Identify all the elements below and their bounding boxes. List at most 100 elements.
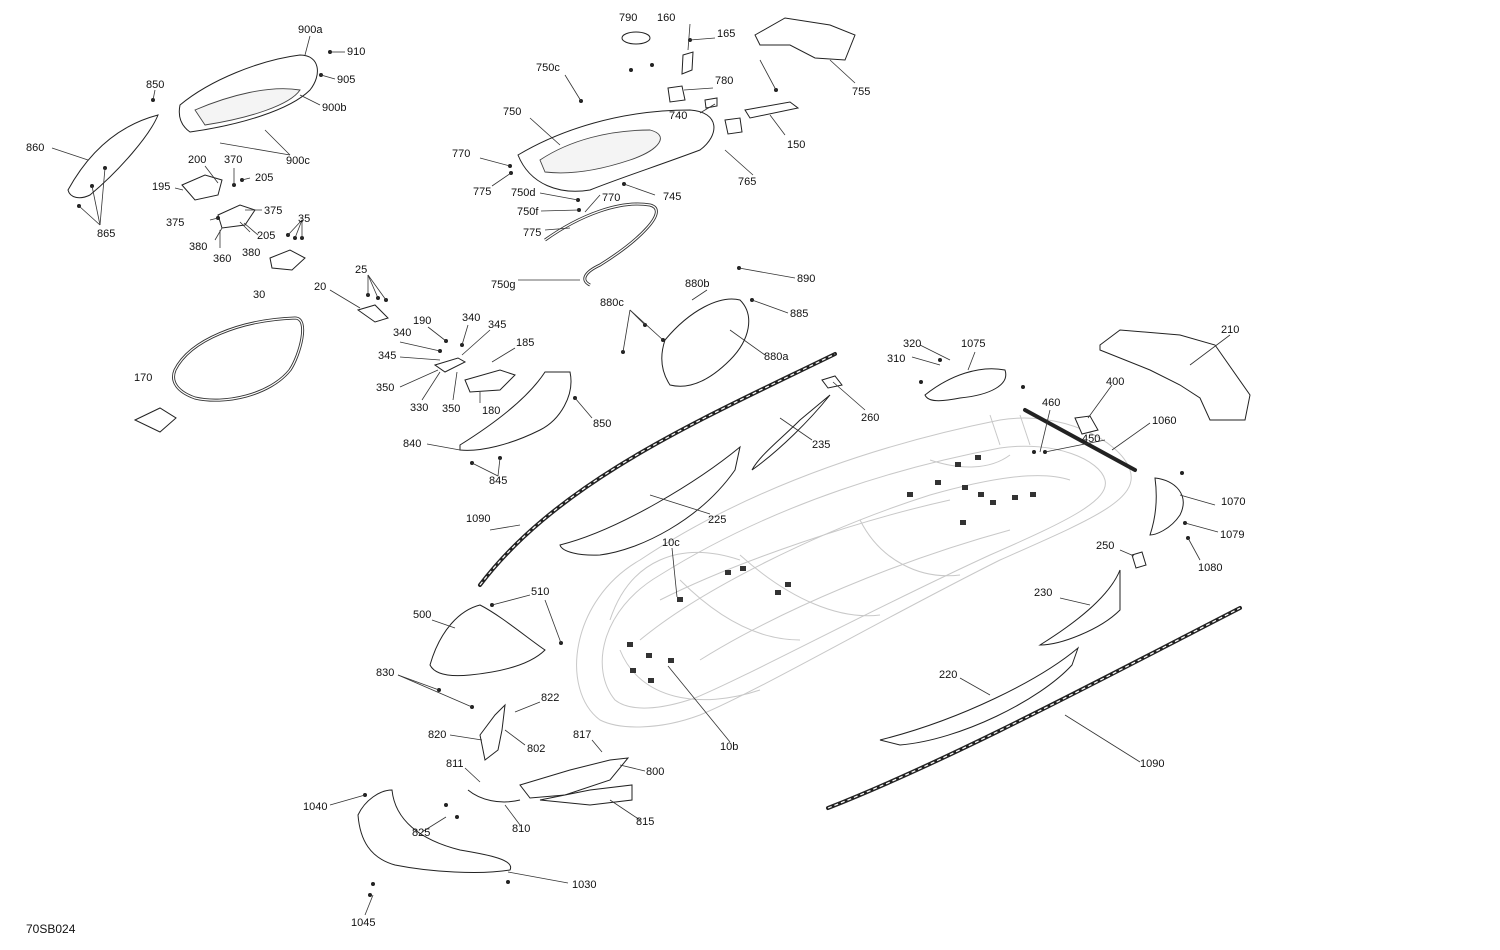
callout-label: 865 — [97, 228, 115, 240]
callout-label: 900a — [298, 24, 323, 36]
callout-label: 1070 — [1221, 496, 1245, 508]
callout-label: 200 — [188, 154, 206, 166]
callout-label: 225 — [708, 514, 726, 526]
gasket-170 — [133, 407, 177, 433]
callout-label: 780 — [715, 75, 733, 87]
bracket-330 — [433, 357, 467, 373]
clip-20 — [356, 304, 389, 323]
callout-label: 830 — [376, 667, 394, 679]
callout-label: 755 — [852, 86, 870, 98]
deck-750-inner — [539, 129, 661, 174]
callout-label: 905 — [337, 74, 355, 86]
cover-880a — [661, 298, 750, 387]
callout-label: 880a — [764, 351, 789, 363]
callout-label: 845 — [489, 475, 507, 487]
callout-label: 1075 — [961, 338, 985, 350]
callout-label: 775 — [523, 227, 541, 239]
callout-label: 740 — [669, 110, 687, 122]
callout-label: 880c — [600, 297, 624, 309]
callout-label: 350 — [442, 403, 460, 415]
callout-label: 770 — [602, 192, 620, 204]
callout-label: 375 — [166, 217, 184, 229]
callout-label: 220 — [939, 669, 957, 681]
hull-outline — [576, 414, 1132, 728]
callout-label: 820 — [428, 729, 446, 741]
callout-label: 811 — [446, 758, 464, 770]
decal-230 — [1038, 569, 1121, 646]
latch-160 — [681, 51, 694, 75]
callout-label: 380 — [242, 247, 260, 259]
decal-225 — [559, 445, 741, 556]
callout-label: 765 — [738, 176, 756, 188]
light-820 — [479, 703, 506, 761]
callout-label: 840 — [403, 438, 421, 450]
callout-label: 750g — [491, 279, 515, 291]
callout-label: 1079 — [1220, 529, 1244, 541]
mat-210 — [1099, 329, 1251, 421]
callout-label: 810 — [512, 823, 530, 835]
callout-label: 460 — [1042, 397, 1060, 409]
callout-label: 20 — [314, 281, 326, 293]
strap-150 — [744, 101, 800, 119]
callout-label: 165 — [717, 28, 735, 40]
callout-label: 1060 — [1152, 415, 1176, 427]
callout-label: 185 — [516, 337, 534, 349]
leader-lines — [51, 23, 1231, 916]
callout-label: 25 — [355, 264, 367, 276]
callout-label: 1040 — [303, 801, 327, 813]
callout-label: 150 — [787, 139, 805, 151]
glovebox-840 — [459, 371, 572, 451]
side-molding-right — [826, 606, 1242, 810]
callout-label: 822 — [541, 692, 559, 704]
callout-label: 210 — [1221, 324, 1239, 336]
callout-label: 770 — [452, 148, 470, 160]
callout-label: 310 — [887, 353, 905, 365]
clip-740 — [704, 97, 718, 109]
side-panel-860 — [67, 114, 159, 199]
callout-label: 330 — [410, 402, 428, 414]
callout-label: 340 — [393, 327, 411, 339]
callout-label: 900b — [322, 102, 346, 114]
bumper-1030 — [357, 789, 512, 873]
callout-label: 375 — [264, 205, 282, 217]
callout-label: 775 — [473, 186, 491, 198]
mat-755 — [754, 17, 856, 61]
callout-label: 250 — [1096, 540, 1114, 552]
callout-label: 850 — [593, 418, 611, 430]
plug-250 — [1131, 551, 1147, 569]
callout-label: 817 — [573, 729, 591, 741]
callout-label: 910 — [347, 46, 365, 58]
callout-label: 320 — [903, 338, 921, 350]
latch-360 — [217, 204, 256, 229]
cap-790 — [621, 31, 651, 45]
callout-label: 30 — [253, 289, 265, 301]
callout-label: 10c — [662, 537, 680, 549]
tray-180 — [464, 369, 516, 393]
callout-label: 500 — [413, 609, 431, 621]
light-800 — [519, 757, 630, 799]
harness-810 — [467, 789, 521, 803]
plug-260 — [821, 375, 843, 389]
callout-label: 1090 — [466, 513, 490, 525]
callout-label: 170 — [134, 372, 152, 384]
decal-235 — [751, 394, 831, 471]
bracket-195 — [181, 174, 223, 201]
callout-label: 800 — [646, 766, 664, 778]
trim-815 — [539, 784, 633, 806]
callout-label: 360 — [213, 253, 231, 265]
callout-label: 190 — [413, 315, 431, 327]
callout-label: 230 — [1034, 587, 1052, 599]
callout-label: 750d — [511, 187, 535, 199]
callout-label: 205 — [255, 172, 273, 184]
decal-220 — [879, 646, 1080, 746]
callout-label: 745 — [663, 191, 681, 203]
seat-base-900b — [194, 88, 301, 126]
callout-label: 370 — [224, 154, 242, 166]
cover-1070 — [1149, 477, 1184, 536]
callout-label: 1045 — [351, 917, 375, 929]
callout-label: 35 — [298, 213, 310, 225]
callout-label: 750c — [536, 62, 560, 74]
callout-label: 825 — [412, 827, 430, 839]
callout-label: 885 — [790, 308, 808, 320]
